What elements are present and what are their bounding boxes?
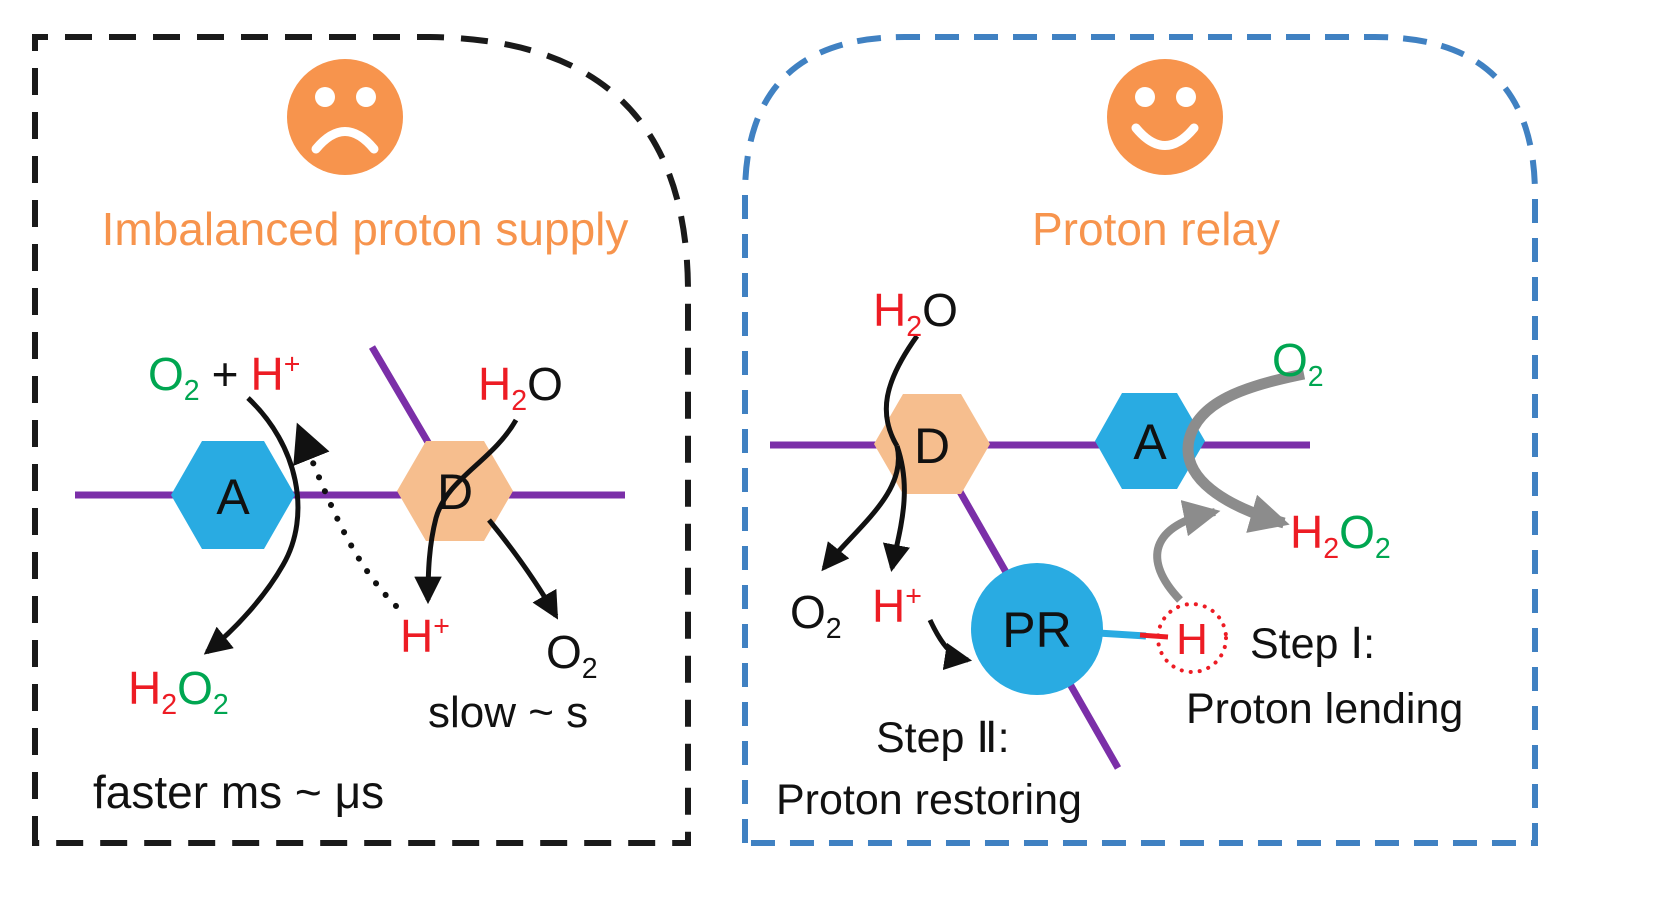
right-o2-released-base: O <box>790 586 826 638</box>
right-h2o2-h-part: H2 <box>1290 506 1339 564</box>
right-h2o-h-part: H2 <box>873 284 922 342</box>
right-o2-feed-subscript: 2 <box>1307 361 1324 394</box>
o2-released-subscript: 2 <box>581 653 598 686</box>
right-h2o2-o-part: O2 <box>1339 506 1391 564</box>
h2o2-h-subscript: 2 <box>161 689 178 722</box>
right-h2o2-label: H2O2 <box>1290 506 1391 564</box>
step1-title: Step Ⅰ: <box>1250 620 1376 668</box>
right-h2o-label: H2O <box>873 284 958 342</box>
right-o2-released-label: O2 <box>790 586 842 644</box>
h-plus-reactant-symbol: H+ <box>251 348 301 400</box>
pr-h-bond-line <box>1097 629 1147 640</box>
lent-proton-dotted-circle <box>1156 602 1228 674</box>
h-plus-released-base: H <box>400 610 434 662</box>
proton-lending-gray-arrow <box>1153 500 1221 603</box>
right-panel-title: Proton relay <box>1031 203 1281 255</box>
right-o2-feed-label: O2 <box>1272 334 1324 392</box>
proton-restoring-arrow <box>927 618 973 671</box>
o2-reactant-symbol: O2 <box>148 348 200 406</box>
right-h2o2-h-base: H <box>1290 506 1324 558</box>
right-h2o-o-part: O <box>922 284 958 336</box>
h2o-h-part: H2 <box>478 358 527 416</box>
plus-sign: + <box>211 348 239 400</box>
right-h-plus-base: H <box>872 580 906 632</box>
o2-reactant-subscript: 2 <box>183 375 200 408</box>
left-o2-release-arrow <box>487 518 559 620</box>
sad-face-icon <box>287 59 403 175</box>
right-site-d-label: D <box>913 418 951 474</box>
right-panel-border <box>742 34 1538 846</box>
h2o-h-base: H <box>478 358 512 410</box>
right-h-plus-label: H+ <box>872 582 922 630</box>
left-o2-released-label: O2 <box>546 626 598 684</box>
left-donor-hexagon <box>397 441 513 541</box>
left-site-d-label: D <box>436 464 474 520</box>
h2o2-o-subscript: 2 <box>212 689 229 722</box>
o2-released-base: O <box>546 626 582 678</box>
right-h2o-h-base: H <box>873 284 907 336</box>
h-plus-reactant-superscript: + <box>283 348 301 381</box>
right-o2-released-subscript: 2 <box>825 613 842 646</box>
h-plus-reactant-base: H <box>250 348 284 400</box>
h2o2-o-part: O2 <box>177 662 229 720</box>
right-proton-release-arrow <box>882 445 910 573</box>
right-o2-release-arrow <box>821 445 901 572</box>
orr-gray-arrow <box>1182 368 1306 533</box>
proton-relay-label: PR <box>1002 602 1072 658</box>
h2o2-h-part: H2 <box>128 662 177 720</box>
right-o2-feed-base: O <box>1272 334 1308 386</box>
h-plus-released-superscript: + <box>433 610 450 643</box>
left-h2o-label: H2O <box>478 358 563 416</box>
left-site-a-label: A <box>216 469 250 525</box>
right-h-plus-superscript: + <box>905 580 922 613</box>
o2-reactant-base: O <box>148 348 184 400</box>
left-panel-border <box>32 34 691 846</box>
step1-description: Proton lending <box>1186 685 1464 733</box>
h2o-o-part: O <box>527 358 563 410</box>
h2o2-o-base: O <box>177 662 213 714</box>
right-h2o2-h-subscript: 2 <box>1323 533 1340 566</box>
right-h2o2-o-subscript: 2 <box>1374 533 1391 566</box>
lent-proton-label: H <box>1176 615 1208 664</box>
right-acceptor-hexagon <box>1095 393 1205 489</box>
right-h2o2-o-base: O <box>1339 506 1375 558</box>
left-orr-arrow <box>203 396 301 655</box>
h-bond-red-segment <box>1139 632 1169 640</box>
right-water-feed-arrow <box>883 334 920 448</box>
slow-rate-label: slow ~ s <box>428 688 589 737</box>
h2o-h-subscript: 2 <box>511 385 528 418</box>
left-water-dissociation-arrow <box>414 418 519 605</box>
fast-rate-label: faster ms ~ μs <box>93 766 385 818</box>
left-acceptor-hexagon <box>171 441 295 549</box>
left-h-plus-released-label: H+ <box>400 612 450 660</box>
step2-title: Step Ⅱ: <box>876 714 1010 762</box>
left-h2o2-label: H2O2 <box>128 662 229 720</box>
h2o2-h-base: H <box>128 662 162 714</box>
right-h2o-h-subscript: 2 <box>906 311 923 344</box>
proton-relay-circle <box>971 563 1103 695</box>
right-site-a-label: A <box>1133 414 1167 470</box>
left-reactants-label: O2+H+ <box>148 348 301 406</box>
smiley-face-icon <box>1107 59 1223 175</box>
step2-description: Proton restoring <box>776 776 1082 824</box>
left-panel-title: Imbalanced proton supply <box>101 203 629 255</box>
